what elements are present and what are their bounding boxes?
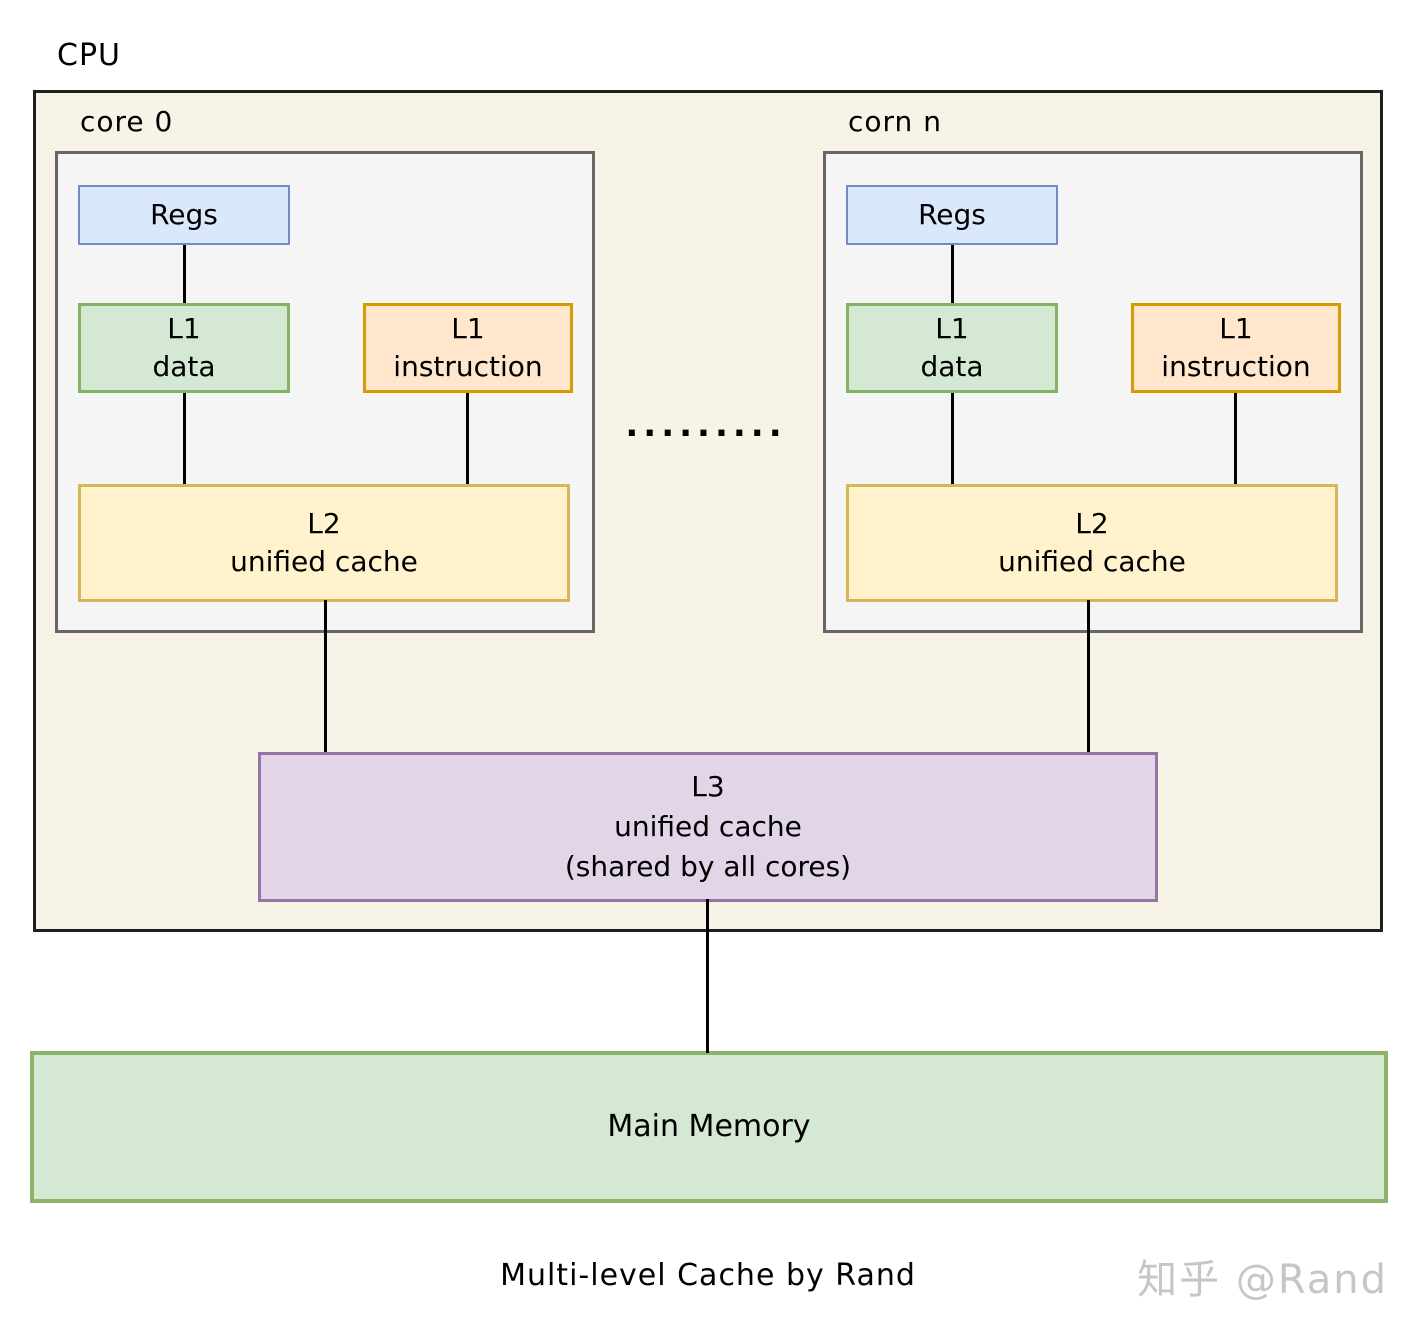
core-n-l2-line2: unified cache: [998, 545, 1186, 578]
core-n-l1-data-box: L1 data: [846, 303, 1058, 393]
l3-line2: unified cache: [614, 810, 802, 843]
core-n-l1-data-line2: data: [920, 350, 984, 383]
core-0-l1-data-box: L1 data: [78, 303, 290, 393]
core-n-l1-data-line1: L1: [935, 312, 969, 345]
core-0-l2-line1: L2: [307, 507, 341, 540]
core-n-regs-box: Regs: [846, 185, 1058, 245]
core-0-l1-instruction-line1: L1: [451, 312, 485, 345]
core-n-box: Regs L1 data L1 instruction L2 unified c…: [823, 151, 1363, 633]
diagram-caption: Multi-level Cache by Rand: [500, 1258, 916, 1293]
core-n-l1-instruction-box: L1 instruction: [1131, 303, 1341, 393]
core-0-regs-box: Regs: [78, 185, 290, 245]
core-0-l1-data-line2: data: [152, 350, 216, 383]
core-0-l2-to-l3-connector: [324, 600, 327, 755]
core-0-l2-line2: unified cache: [230, 545, 418, 578]
cpu-box: core 0 Regs L1 data L1 instruction L2 un…: [33, 90, 1383, 932]
core-n-l1instr-to-l2-connector: [1234, 393, 1237, 484]
cores-ellipsis: .........: [625, 405, 787, 445]
core-n-l1-instruction-line1: L1: [1219, 312, 1253, 345]
cpu-label: CPU: [57, 38, 121, 73]
core-0-label: core 0: [80, 105, 174, 138]
core-0-l2-box: L2 unified cache: [78, 484, 570, 602]
core-n-l2-to-l3-connector: [1087, 600, 1090, 755]
zhihu-watermark: 知乎 @Rand: [1137, 1257, 1388, 1303]
core-n-l1data-to-l2-connector: [951, 393, 954, 484]
l3-cache-box: L3 unified cache (shared by all cores): [258, 752, 1158, 902]
core-n-l2-line1: L2: [1075, 507, 1109, 540]
core-0-l1data-to-l2-connector: [183, 393, 186, 484]
core-n-l1-instruction-line2: instruction: [1161, 350, 1311, 383]
core-n-regs-label: Regs: [918, 198, 986, 231]
core-0-regs-to-l1data-connector: [183, 245, 186, 303]
l3-to-main-memory-connector: [706, 899, 709, 1053]
core-n-regs-to-l1data-connector: [951, 245, 954, 303]
main-memory-label: Main Memory: [607, 1109, 811, 1144]
core-n-label: corn n: [848, 105, 942, 138]
core-n-l2-box: L2 unified cache: [846, 484, 1338, 602]
core-0-l1-instruction-line2: instruction: [393, 350, 543, 383]
core-0-l1instr-to-l2-connector: [466, 393, 469, 484]
l3-line1: L3: [691, 770, 725, 803]
core-0-l1-data-line1: L1: [167, 312, 201, 345]
core-0-l1-instruction-box: L1 instruction: [363, 303, 573, 393]
l3-line3: (shared by all cores): [564, 850, 852, 883]
core-0-regs-label: Regs: [150, 198, 218, 231]
core-0-box: Regs L1 data L1 instruction L2 unified c…: [55, 151, 595, 633]
main-memory-box: Main Memory: [30, 1051, 1388, 1203]
